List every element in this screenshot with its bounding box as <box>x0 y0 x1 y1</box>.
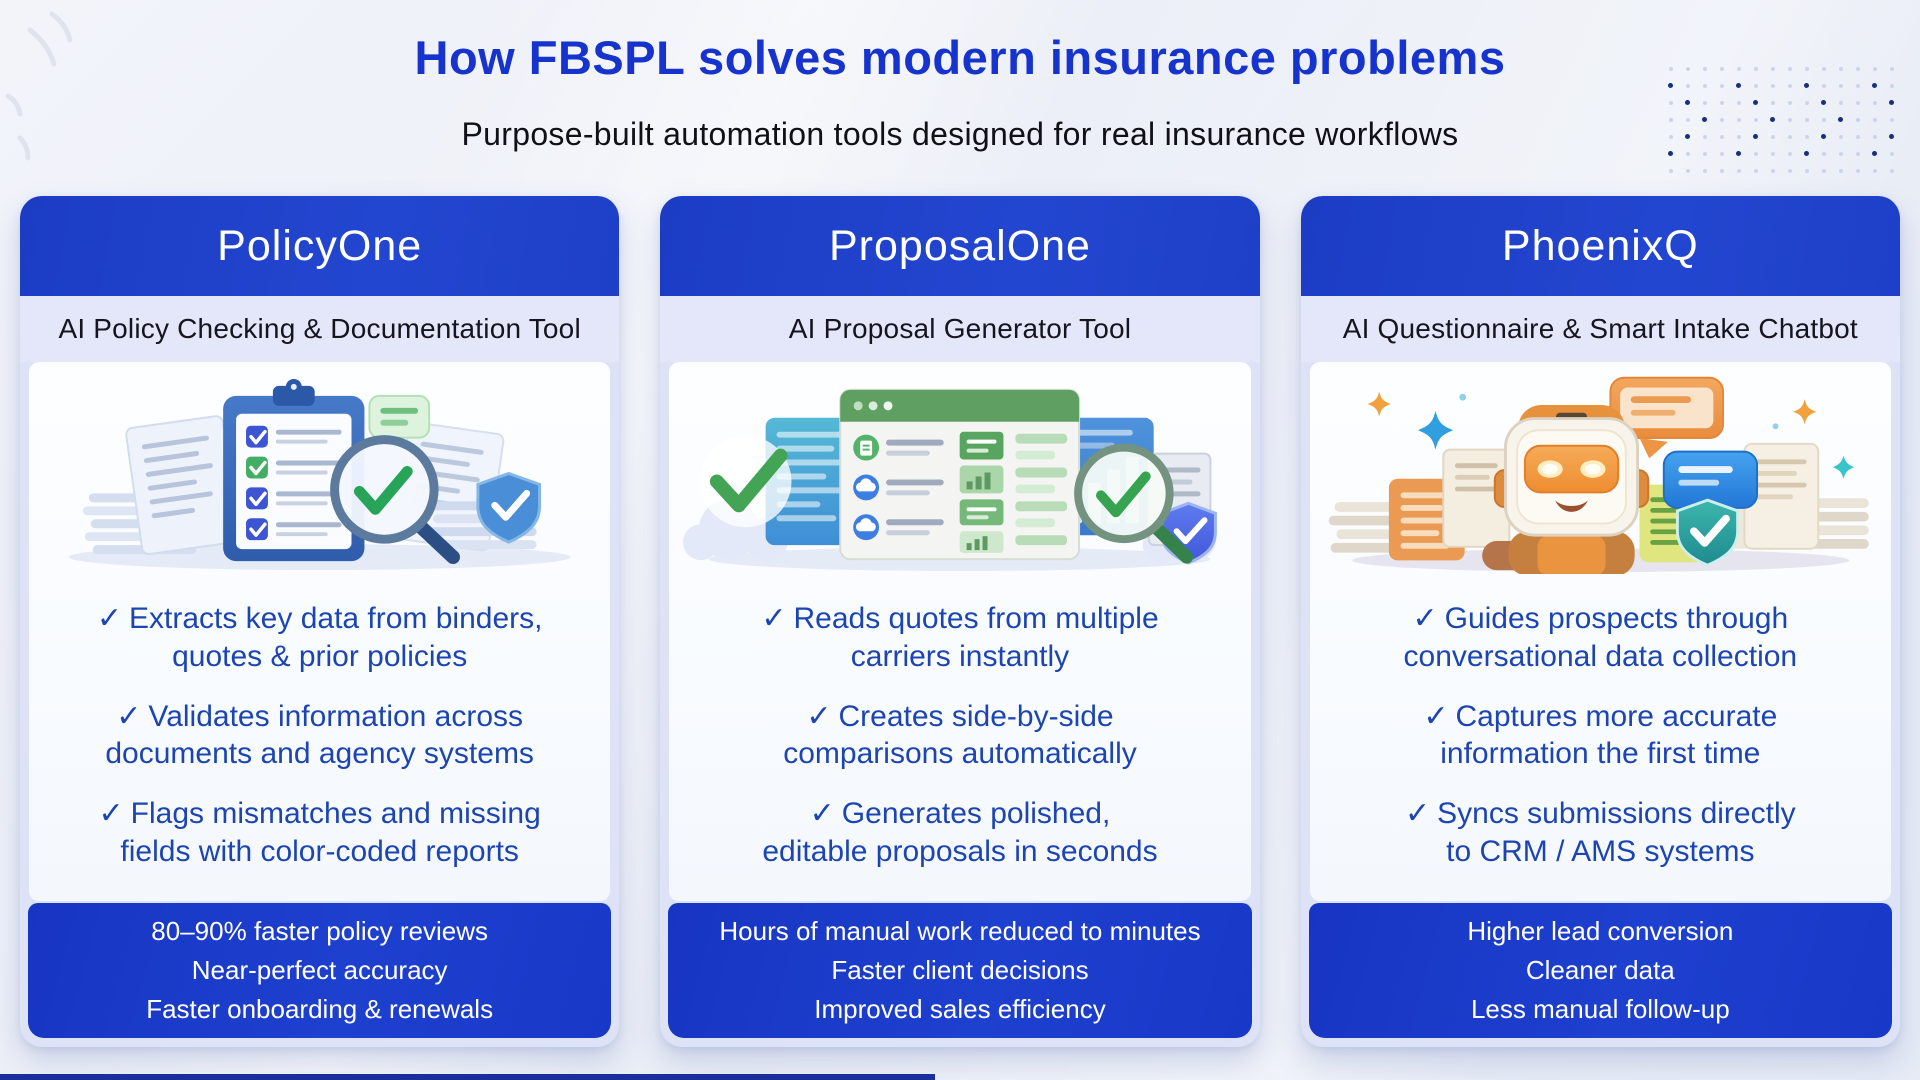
shield-check-icon <box>476 471 542 544</box>
stat-line: Improved sales efficiency <box>814 994 1106 1024</box>
stat-line: Faster client decisions <box>831 955 1089 985</box>
card-proposalone-tagline: AI Proposal Generator Tool <box>660 296 1260 362</box>
card-phoenixq-bullets: ✓Guides prospects through conversational… <box>1310 574 1891 901</box>
policy-checking-illustration <box>29 362 610 574</box>
stat-line: Cleaner data <box>1525 955 1675 985</box>
card-title-text: PhoenixQ <box>1501 221 1699 270</box>
bullet-item: ✓Validates information across documents … <box>105 699 534 771</box>
check-icon: ✓ <box>1423 699 1449 733</box>
card-proposalone-title: ProposalOne <box>660 196 1260 296</box>
robot-icon <box>1481 404 1649 574</box>
check-icon: ✓ <box>1405 797 1431 831</box>
list-rows <box>853 434 945 541</box>
check-icon: ✓ <box>761 602 787 636</box>
stat-line: Less manual follow-up <box>1470 994 1730 1024</box>
bullet-item: ✓Captures more accurate information the … <box>1423 699 1778 771</box>
card-title-text: ProposalOne <box>828 221 1091 270</box>
cream-doc-left <box>1441 448 1510 548</box>
bullet-item: ✓Guides prospects through conversational… <box>1403 602 1798 673</box>
card-title-text: PolicyOne <box>217 221 423 270</box>
check-icon: ✓ <box>116 699 142 733</box>
card-proposalone-bullets: ✓Reads quotes from multiple carriers ins… <box>669 574 1250 901</box>
check-icon: ✓ <box>806 699 832 733</box>
stat-line: Faster onboarding & renewals <box>146 994 494 1024</box>
check-icon: ✓ <box>98 797 124 831</box>
document-left <box>125 415 240 556</box>
shield-check-icon <box>1675 498 1739 567</box>
stat-line: Near-perfect accuracy <box>191 955 448 985</box>
card-phoenixq: PhoenixQ AI Questionnaire & Smart Intake… <box>1300 196 1900 1047</box>
card-policyone-bullets: ✓Extracts key data from binders, quotes … <box>29 574 610 901</box>
card-phoenixq-body: ✓Guides prospects through conversational… <box>1309 362 1891 901</box>
proposal-generator-illustration <box>669 362 1250 574</box>
stat-line: Higher lead conversion <box>1467 916 1734 946</box>
stat-line: Hours of manual work reduced to minutes <box>719 916 1201 946</box>
magnifier-check-icon <box>1074 443 1194 564</box>
bullet-item: ✓Reads quotes from multiple carriers ins… <box>761 602 1159 673</box>
bullet-item: ✓Extracts key data from binders, quotes … <box>96 602 543 673</box>
dot-grid-decoration <box>1662 60 1900 179</box>
bullet-item: ✓Generates polished, editable proposals … <box>762 797 1158 869</box>
chat-bubble-orange-icon <box>1609 376 1724 459</box>
bullet-item: ✓Syncs submissions directly to CRM / AMS… <box>1405 797 1796 869</box>
video-progress-bar[interactable] <box>0 1074 935 1080</box>
card-phoenixq-stats: Higher lead conversion Cleaner data Less… <box>1308 903 1892 1038</box>
corner-sketch-decoration <box>5 11 73 161</box>
page-subtitle: Purpose-built automation tools designed … <box>461 116 1459 152</box>
product-cards: PolicyOne AI Policy Checking & Documenta… <box>20 196 1900 1047</box>
card-policyone-body: ✓Extracts key data from binders, quotes … <box>29 362 611 901</box>
green-check-icon <box>700 435 792 528</box>
comparison-cells <box>959 431 1004 554</box>
sparkle-icons <box>1367 391 1854 479</box>
chatbot-illustration <box>1310 362 1891 574</box>
card-proposalone: ProposalOne AI Proposal Generator Tool <box>660 196 1260 1047</box>
card-policyone-tagline: AI Policy Checking & Documentation Tool <box>20 296 620 362</box>
card-phoenixq-tagline: AI Questionnaire & Smart Intake Chatbot <box>1300 296 1900 362</box>
checklist-rows <box>246 425 342 541</box>
card-phoenixq-title: PhoenixQ <box>1300 196 1900 296</box>
card-policyone-stats: 80–90% faster policy reviews Near-perfec… <box>28 903 612 1038</box>
page-title: How FBSPL solves modern insurance proble… <box>414 31 1506 84</box>
result-rows <box>1015 433 1068 546</box>
magnifier-check-icon <box>330 435 460 565</box>
card-proposalone-body: ✓Reads quotes from multiple carriers ins… <box>669 362 1251 901</box>
check-icon: ✓ <box>96 602 122 636</box>
bullet-item: ✓Creates side-by-side comparisons automa… <box>783 699 1137 771</box>
card-policyone: PolicyOne AI Policy Checking & Documenta… <box>20 196 620 1047</box>
browser-window-icon <box>839 388 1081 561</box>
check-icon: ✓ <box>1412 602 1438 636</box>
card-policyone-title: PolicyOne <box>20 196 620 296</box>
stat-line: 80–90% faster policy reviews <box>151 916 489 946</box>
card-proposalone-stats: Hours of manual work reduced to minutes … <box>668 903 1252 1038</box>
check-icon: ✓ <box>809 797 835 831</box>
clipboard-icon <box>223 378 365 562</box>
bullet-item: ✓Flags mismatches and missing fields wit… <box>98 797 541 869</box>
chat-bubble-blue-icon <box>1662 450 1758 526</box>
